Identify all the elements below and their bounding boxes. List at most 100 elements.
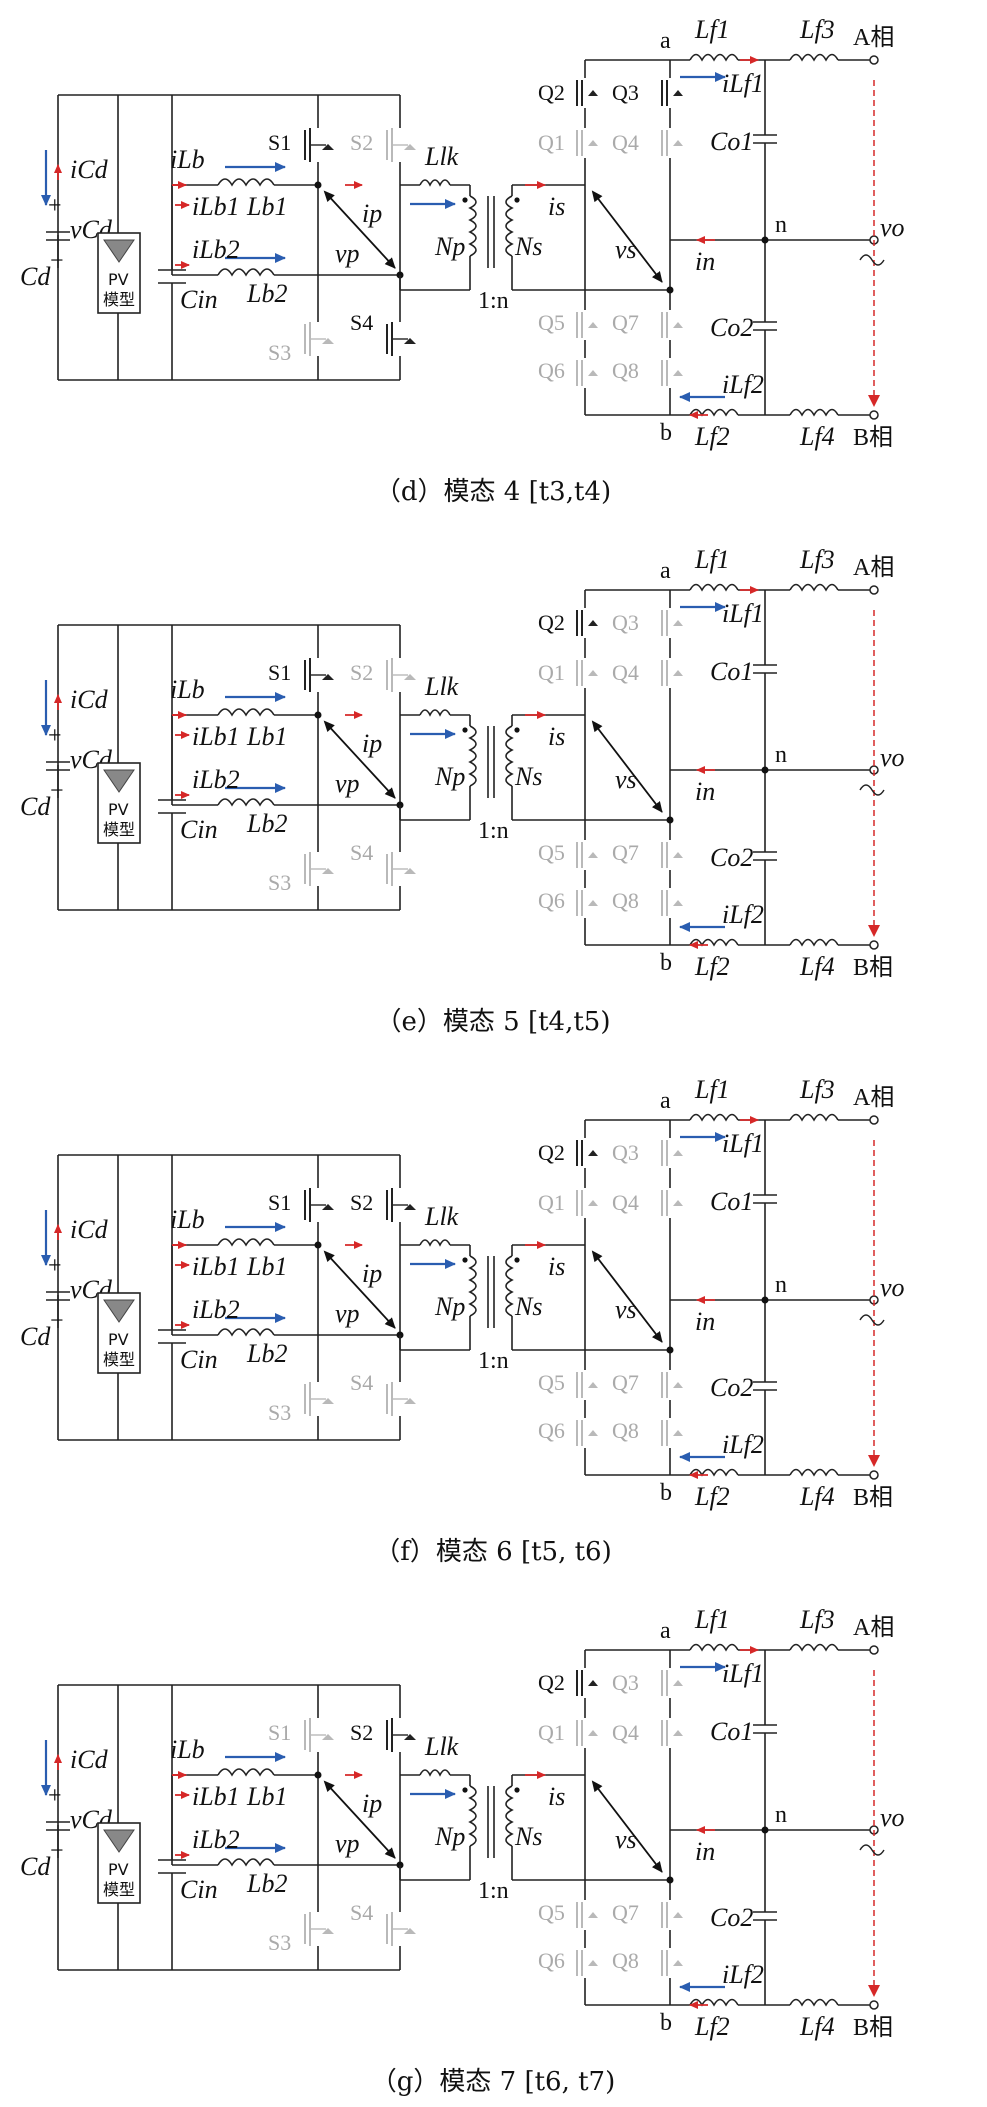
lb2-label: Lb2 bbox=[246, 1869, 287, 1898]
node-b-label: b bbox=[660, 420, 672, 446]
ns-label: Ns bbox=[514, 232, 542, 261]
q3-label: Q3 bbox=[612, 1140, 639, 1165]
svg-text:−: − bbox=[50, 248, 64, 274]
s3-label: S3 bbox=[268, 1400, 291, 1425]
boost-inductors: iLb iLb1 Lb1 iLb2 Lb2 bbox=[170, 1205, 400, 1368]
ilb1-label: iLb1 bbox=[192, 1782, 240, 1811]
ilb2-label: iLb2 bbox=[192, 1825, 240, 1854]
lf1-label: Lf1 bbox=[694, 15, 730, 44]
switch-q2: Q2 bbox=[538, 1138, 598, 1168]
ilb1-label: iLb1 bbox=[192, 192, 240, 221]
s2-label: S2 bbox=[350, 130, 373, 155]
phase-b-label: B相 bbox=[853, 424, 893, 451]
circuit-panel-3: + − Cd iCd vCd PV 模型 Cin iLb bbox=[0, 1060, 987, 1576]
svg-text:+: + bbox=[48, 1253, 62, 1279]
pv-label-2: 模型 bbox=[103, 1880, 135, 1899]
q3-label: Q3 bbox=[612, 1670, 639, 1695]
switch-q6: Q6 bbox=[538, 1418, 598, 1448]
lf1-label: Lf1 bbox=[694, 1605, 730, 1634]
switch-s3: S3 bbox=[268, 1382, 334, 1425]
s1-label: S1 bbox=[268, 1720, 291, 1745]
ilb1-label: iLb1 bbox=[192, 722, 240, 751]
vs-label: vs bbox=[615, 765, 637, 794]
q8-label: Q8 bbox=[612, 1418, 639, 1443]
switch-q3: Q3 bbox=[612, 1138, 683, 1168]
ilb2-label: iLb2 bbox=[192, 765, 240, 794]
cin-label: Cin bbox=[180, 815, 218, 844]
cin-label: Cin bbox=[180, 1345, 218, 1374]
ilf2-label: iLf2 bbox=[722, 370, 764, 399]
lf1-label: Lf1 bbox=[694, 545, 730, 574]
q5-label: Q5 bbox=[538, 310, 565, 335]
lf4-label: Lf4 bbox=[799, 422, 835, 451]
switch-q4: Q4 bbox=[612, 1718, 683, 1748]
ilf2-label: iLf2 bbox=[722, 1430, 764, 1459]
llk-label: Llk bbox=[424, 1732, 459, 1761]
pv-label-1: PV bbox=[108, 1330, 129, 1349]
vp-label: vp bbox=[335, 1829, 360, 1858]
switch-s4: S4 bbox=[350, 1900, 416, 1946]
q8-label: Q8 bbox=[612, 358, 639, 383]
svg-text:−: − bbox=[50, 778, 64, 804]
q4-label: Q4 bbox=[612, 1720, 639, 1745]
switch-q8: Q8 bbox=[612, 358, 683, 388]
circuit-panel-1: + − Cd iCd vCd PV 模型 Cin iLb bbox=[0, 0, 987, 516]
q6-label: Q6 bbox=[538, 358, 565, 383]
s1-label: S1 bbox=[268, 1190, 291, 1215]
lb1-label: Lb1 bbox=[246, 1782, 287, 1811]
s2-label: S2 bbox=[350, 1720, 373, 1745]
phase-b-label: B相 bbox=[853, 1484, 893, 1511]
co2-label: Co2 bbox=[710, 313, 753, 342]
s4-label: S4 bbox=[350, 1370, 373, 1395]
co2-label: Co2 bbox=[710, 1373, 753, 1402]
phase-a-label: A相 bbox=[853, 554, 894, 581]
switch-s4: S4 bbox=[350, 310, 416, 356]
q2-label: Q2 bbox=[538, 1670, 565, 1695]
ilb-label: iLb bbox=[170, 1735, 205, 1764]
circuit-diagram: + − Cd iCd vCd PV 模型 Cin iLb bbox=[20, 15, 905, 507]
q7-label: Q7 bbox=[612, 840, 639, 865]
circuit-diagram: + − Cd iCd vCd PV 模型 Cin iLb bbox=[20, 1075, 905, 1567]
output-filter: a b Lf1 Lf3 Lf2 Lf4 A相 B相 iLf1 iLf2 Co1 bbox=[660, 15, 905, 451]
s4-label: S4 bbox=[350, 310, 373, 335]
switch-q1: Q1 bbox=[538, 658, 598, 688]
is-label: is bbox=[548, 722, 565, 751]
cd-label: Cd bbox=[20, 1852, 51, 1881]
ilf2-label: iLf2 bbox=[722, 1960, 764, 1989]
lb2-label: Lb2 bbox=[246, 1339, 287, 1368]
switch-s1: S1 bbox=[268, 128, 334, 162]
vs-label: vs bbox=[615, 1295, 637, 1324]
ns-label: Ns bbox=[514, 762, 542, 791]
icd-label: iCd bbox=[70, 1215, 109, 1244]
input-section: + − Cd iCd vCd PV 模型 Cin bbox=[20, 1684, 400, 1971]
lb1-label: Lb1 bbox=[246, 722, 287, 751]
panel-caption: （d）模态 4 [t3,t4) bbox=[375, 477, 611, 507]
ilb1-label: iLb1 bbox=[192, 1252, 240, 1281]
circuit-panel-2: + − Cd iCd vCd PV 模型 Cin iLb bbox=[0, 530, 987, 1046]
ilf1-label: iLf1 bbox=[722, 599, 764, 628]
ilb2-label: iLb2 bbox=[192, 235, 240, 264]
pv-label-1: PV bbox=[108, 270, 129, 289]
co1-label: Co1 bbox=[710, 1717, 753, 1746]
switch-q8: Q8 bbox=[612, 1948, 683, 1978]
co1-label: Co1 bbox=[710, 1187, 753, 1216]
q5-label: Q5 bbox=[538, 1370, 565, 1395]
secondary-bridge: vs Q2 Q1 Q3 Q4 Q5 Q6 Q7 Q8 bbox=[538, 589, 683, 946]
lf3-label: Lf3 bbox=[799, 545, 835, 574]
q3-label: Q3 bbox=[612, 80, 639, 105]
q8-label: Q8 bbox=[612, 1948, 639, 1973]
svg-text:−: − bbox=[50, 1838, 64, 1864]
vs-label: vs bbox=[615, 235, 637, 264]
cin-label: Cin bbox=[180, 1875, 218, 1904]
in-label: in bbox=[695, 1837, 715, 1866]
switch-s4: S4 bbox=[350, 1370, 416, 1416]
co1-label: Co1 bbox=[710, 127, 753, 156]
node-b-label: b bbox=[660, 2010, 672, 2036]
ilf2-label: iLf2 bbox=[722, 900, 764, 929]
q6-label: Q6 bbox=[538, 888, 565, 913]
primary-bridge: S1 S2 S3 S4 ip vp bbox=[268, 625, 416, 910]
boost-inductors: iLb iLb1 Lb1 iLb2 Lb2 bbox=[170, 145, 400, 308]
vp-label: vp bbox=[335, 769, 360, 798]
switch-q6: Q6 bbox=[538, 1948, 598, 1978]
pv-label-2: 模型 bbox=[103, 820, 135, 839]
